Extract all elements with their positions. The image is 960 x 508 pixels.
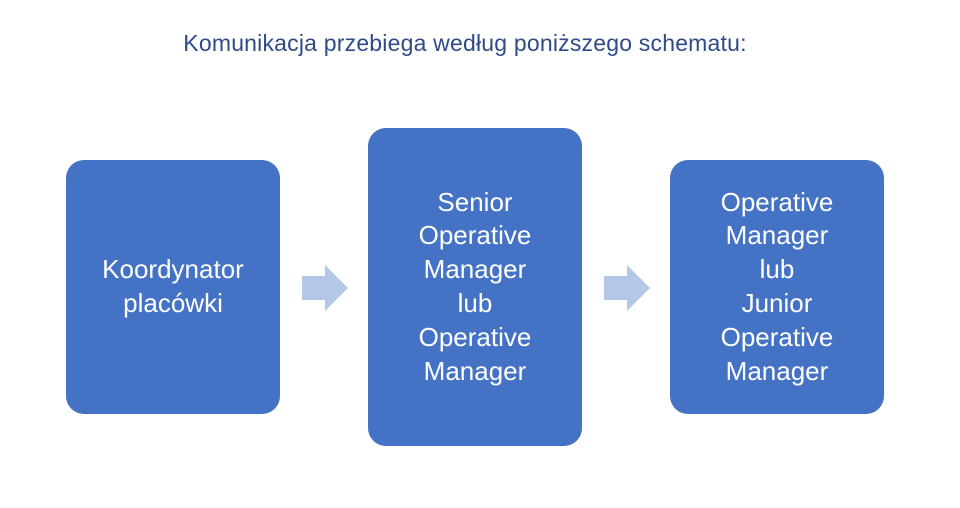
flow-node-senior-operative-manager: Senior Operative Manager lub Operative M… bbox=[368, 128, 582, 446]
flow-node-operative-manager: Operative Manager lub Junior Operative M… bbox=[670, 160, 884, 414]
flow-node-label: Operative Manager lub Junior Operative M… bbox=[720, 186, 834, 386]
flow-node-koordynator: Koordynator placówki bbox=[66, 160, 280, 414]
flow-node-label: Koordynator placówki bbox=[102, 254, 244, 318]
page-title: Komunikacja przebiega według poniższego … bbox=[183, 30, 747, 56]
right-arrow-icon bbox=[302, 265, 348, 311]
flow-node-label: Senior Operative Manager lub Operative M… bbox=[418, 186, 532, 386]
right-arrow-icon bbox=[604, 265, 650, 311]
